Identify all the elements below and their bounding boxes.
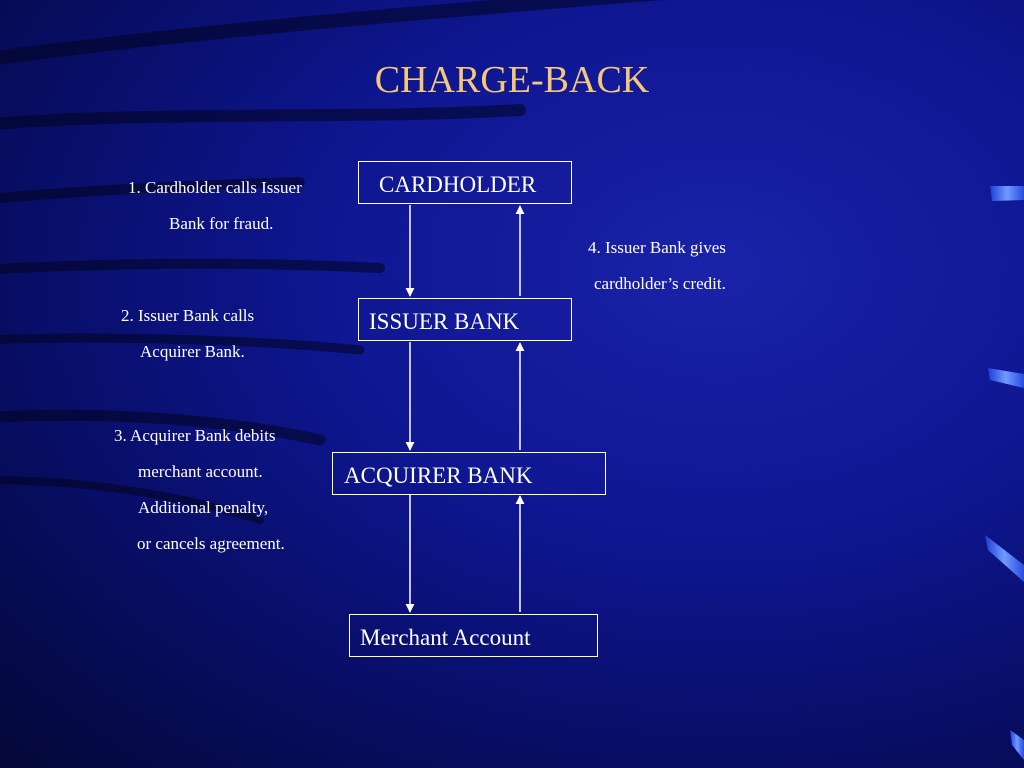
node-issuer-bank: ISSUER BANK [358,298,572,341]
accent-tab-1 [990,186,1024,201]
note-step-1: 1. Cardholder calls Issuer Bank for frau… [128,170,302,242]
accent-tab-4 [1010,730,1024,760]
note-step-1-line: 1. Cardholder calls Issuer [128,178,302,197]
node-merchant-account-label: Merchant Account [360,625,531,650]
node-cardholder-label: CARDHOLDER [379,172,537,197]
node-cardholder: CARDHOLDER [358,161,572,204]
note-step-3-line: Additional penalty, [138,498,269,517]
note-step-1-line: Bank for fraud. [169,214,274,233]
accent-tab-3 [985,535,1024,582]
node-acquirer-bank: ACQUIRER BANK [332,452,606,495]
accent-tab-2 [988,368,1024,388]
note-step-3-line: 3. Acquirer Bank debits [114,426,276,445]
node-issuer-bank-label: ISSUER BANK [369,309,520,334]
note-step-4-line: cardholder’s credit. [594,274,726,293]
note-step-3-line: merchant account. [138,462,263,481]
note-step-2: 2. Issuer Bank calls Acquirer Bank. [121,298,254,370]
note-step-4-line: 4. Issuer Bank gives [588,238,726,257]
note-step-2-line: Acquirer Bank. [140,342,245,361]
note-step-4: 4. Issuer Bank gives cardholder’s credit… [588,230,726,302]
slide-title: CHARGE-BACK [374,59,650,101]
node-merchant-account: Merchant Account [349,614,598,657]
note-step-3-line: or cancels agreement. [137,534,285,553]
note-step-3: 3. Acquirer Bank debits merchant account… [114,418,285,562]
node-acquirer-bank-label: ACQUIRER BANK [344,463,533,488]
note-step-2-line: 2. Issuer Bank calls [121,306,255,325]
